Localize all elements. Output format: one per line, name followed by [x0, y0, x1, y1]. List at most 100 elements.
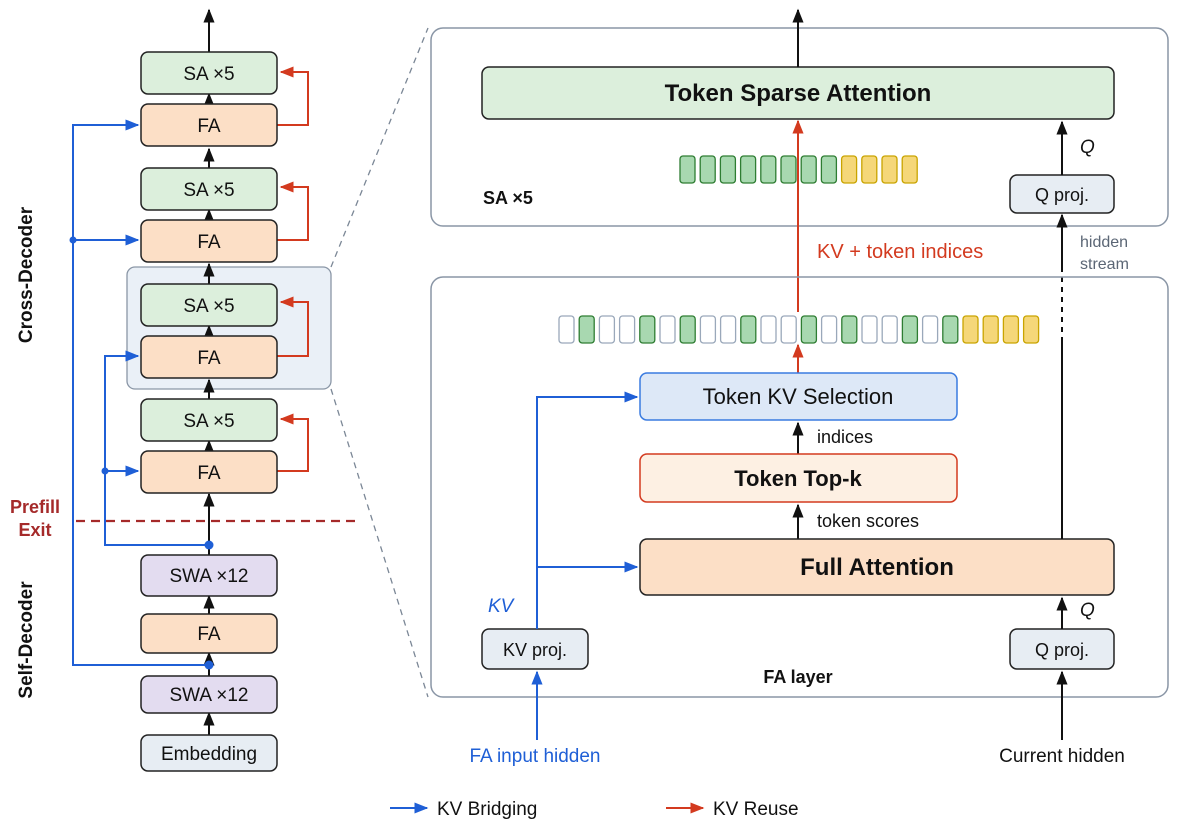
embedding-block: [140, 734, 278, 772]
legend-kv-reuse-label: KV Reuse: [713, 799, 799, 820]
token-cell-green: [800, 155, 817, 184]
legend-kv-bridging-label: KV Bridging: [437, 799, 537, 820]
sa-q-proj-label: Q proj.: [1035, 185, 1089, 205]
hidden-stream-label: stream: [1080, 256, 1129, 273]
prefill-exit-label: Exit: [18, 520, 51, 540]
token-cell-yellow: [1002, 315, 1020, 344]
token-cell-yellow: [881, 155, 898, 184]
sa-block: [140, 398, 278, 442]
prefill-exit-label: Prefill: [10, 497, 60, 517]
fa-block: [140, 335, 278, 379]
token-cell-empty: [598, 315, 616, 344]
token-cell-yellow: [1022, 315, 1040, 344]
sa-block-label: SA ×5: [183, 411, 234, 432]
token-cell-yellow: [962, 315, 979, 344]
token-topk-label: Token Top-k: [734, 466, 862, 491]
current-hidden-label: Current hidden: [999, 746, 1125, 767]
token-cell-green: [578, 315, 595, 344]
token-cell-empty: [881, 315, 898, 344]
kv-token-indices-label: KV + token indices: [817, 241, 983, 263]
fa-panel-title: FA layer: [763, 667, 832, 687]
token-cell-green: [739, 155, 757, 184]
full-attention-label: Full Attention: [800, 554, 954, 581]
token-cell-green: [719, 155, 737, 184]
token-cell-green: [841, 315, 858, 344]
token-topk-box: [639, 453, 958, 503]
fa-block-label: FA: [197, 624, 221, 645]
swa-block: [140, 554, 278, 597]
fa-input-hidden-label: FA input hidden: [470, 746, 601, 767]
token-cell-empty: [558, 315, 575, 344]
kv-bridging-line-inner: [104, 350, 209, 546]
fa-block: [140, 450, 278, 494]
token-cell-empty: [921, 315, 939, 344]
token-cell-yellow: [901, 155, 918, 184]
kv-bridging-line-outer: [72, 119, 209, 666]
fa-block-label: FA: [197, 463, 221, 484]
legend: KV Bridging KV Reuse: [390, 799, 799, 820]
self-decoder-label: Self-Decoder: [16, 581, 37, 699]
sa-block: [140, 167, 278, 211]
sa-block: [140, 51, 278, 95]
token-kv-selection-box: [639, 372, 958, 421]
sa-panel-frame: [430, 27, 1169, 227]
token-cell-green: [901, 315, 919, 344]
embedding-block-label: Embedding: [161, 744, 257, 765]
sa-token-row: [679, 155, 918, 184]
kv-reuse-arrow: [277, 181, 309, 241]
token-cell-empty: [719, 315, 737, 344]
token-cell-green: [820, 155, 838, 184]
token-cell-green: [780, 155, 797, 184]
fa-block-label: FA: [197, 348, 221, 369]
token-cell-green: [679, 155, 696, 184]
token-sparse-attention-label: Token Sparse Attention: [665, 80, 932, 107]
bridge-node: [204, 540, 214, 550]
bridge-node: [69, 236, 77, 244]
fa-block: [140, 103, 278, 147]
token-cell-green: [800, 315, 818, 344]
token-cell-empty: [861, 315, 878, 344]
token-cell-empty: [659, 315, 676, 344]
indices-label: indices: [817, 427, 873, 447]
fa-panel: Token KV Selection indices Token Top-k t…: [430, 276, 1169, 698]
token-cell-green: [679, 315, 696, 344]
token-cell-green: [639, 315, 656, 344]
fa-q-proj-label: Q proj.: [1035, 640, 1089, 660]
fa-block-label: FA: [197, 232, 221, 253]
token-cell-green: [740, 315, 757, 344]
kv-symbol: KV: [488, 596, 516, 617]
bridge-node: [204, 660, 214, 670]
kv-proj-label: KV proj.: [503, 640, 567, 660]
token-cell-empty: [760, 315, 777, 344]
kv-reuse-arrow: [277, 66, 309, 126]
swa-block-label: SWA ×12: [169, 685, 248, 706]
fa-panel-frame: [430, 276, 1169, 698]
sa-q-symbol: Q: [1080, 137, 1095, 158]
token-cell-yellow: [982, 315, 999, 344]
sa-panel-title: SA ×5: [483, 188, 533, 208]
sa-block-label: SA ×5: [183, 64, 234, 85]
token-kv-selection-label: Token KV Selection: [703, 384, 894, 409]
kv-reuse-arrow: [277, 296, 309, 357]
cross-decoder-label: Cross-Decoder: [16, 206, 37, 343]
zoom-line-bottom: [330, 388, 429, 698]
token-cell-yellow: [840, 155, 858, 184]
swa-block-label: SWA ×12: [169, 566, 248, 587]
token-cell-green: [760, 155, 777, 184]
sa-block: [140, 283, 278, 327]
bridge-node: [101, 467, 109, 475]
sa-panel: Token Sparse Attention SA ×5 Q proj. Q: [430, 8, 1169, 227]
token-cell-empty: [618, 315, 636, 344]
kv-proj-box: [481, 628, 589, 670]
hidden-stream-label: hidden: [1080, 234, 1128, 251]
swa-block: [140, 675, 278, 714]
sa-block-label: SA ×5: [183, 180, 234, 201]
token-cell-yellow: [861, 155, 878, 184]
fa-block: [140, 219, 278, 263]
fa-block: [140, 613, 278, 654]
fa-q-symbol: Q: [1080, 600, 1095, 621]
kv-to-selection-arrow: [536, 391, 639, 629]
token-cell-green: [942, 315, 959, 344]
token-scores-label: token scores: [817, 511, 919, 531]
